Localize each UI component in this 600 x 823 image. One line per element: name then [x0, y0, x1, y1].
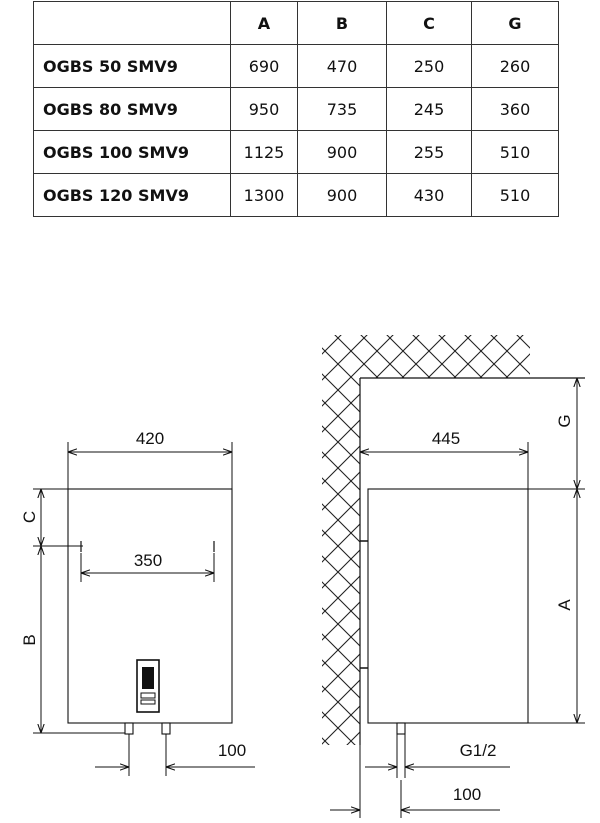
- table-row: OGBS 100 SMV9 1125 900 255 510: [33, 130, 559, 174]
- dim-a-label: A: [555, 599, 574, 611]
- wall-brackets: [360, 540, 368, 669]
- side-bottom-label: 100: [453, 785, 481, 804]
- value-g: 260: [471, 44, 559, 88]
- pipe-spacing-label: 350: [134, 551, 162, 570]
- dimension-depth-445: [360, 442, 529, 489]
- value-g: 360: [471, 87, 559, 131]
- model-name: OGBS 80 SMV9: [33, 87, 231, 131]
- value-c: 245: [386, 87, 472, 131]
- dimension-pipe-spacing-350: [80, 553, 215, 582]
- table-header-c: C: [386, 1, 472, 45]
- model-name: OGBS 100 SMV9: [33, 130, 231, 174]
- side-view: 445 G A G1/2 100: [322, 335, 585, 818]
- front-bottom-label: 100: [218, 741, 246, 760]
- dimension-side-bottom-100: [330, 745, 500, 818]
- dim-c-label: C: [20, 511, 39, 523]
- dimensions-table: A B C G OGBS 50 SMV9 690 470 250 260 OGB…: [33, 1, 559, 217]
- value-a: 1125: [230, 130, 298, 174]
- width-label: 420: [136, 429, 164, 448]
- table-row: OGBS 50 SMV9 690 470 250 260: [33, 44, 559, 88]
- table-row: OGBS 120 SMV9 1300 900 430 510: [33, 173, 559, 217]
- value-b: 900: [297, 130, 387, 174]
- bottom-pipes: [124, 722, 171, 735]
- dimension-bottom-100: [95, 734, 255, 776]
- value-c: 255: [386, 130, 472, 174]
- value-b: 900: [297, 173, 387, 217]
- dimension-g-and-a: [528, 378, 585, 724]
- depth-label: 445: [432, 429, 460, 448]
- model-name: OGBS 50 SMV9: [33, 44, 231, 88]
- dimension-c-and-b: [33, 488, 125, 734]
- value-a: 950: [230, 87, 298, 131]
- dimension-thread: [365, 734, 510, 778]
- model-name: OGBS 120 SMV9: [33, 173, 231, 217]
- side-tank-outline: [367, 488, 529, 724]
- value-c: 430: [386, 173, 472, 217]
- value-b: 735: [297, 87, 387, 131]
- thread-label: G1/2: [460, 741, 497, 760]
- dim-b-label: B: [20, 634, 39, 645]
- dim-g-label: G: [555, 414, 574, 427]
- value-b: 470: [297, 44, 387, 88]
- side-bottom-pipe: [396, 722, 406, 735]
- dimension-width-420: [67, 442, 233, 489]
- control-panel-icon: [136, 659, 160, 713]
- front-view: 420 350 C B 100: [20, 429, 255, 776]
- table-row: OGBS 80 SMV9 950 735 245 360: [33, 87, 559, 131]
- value-g: 510: [471, 173, 559, 217]
